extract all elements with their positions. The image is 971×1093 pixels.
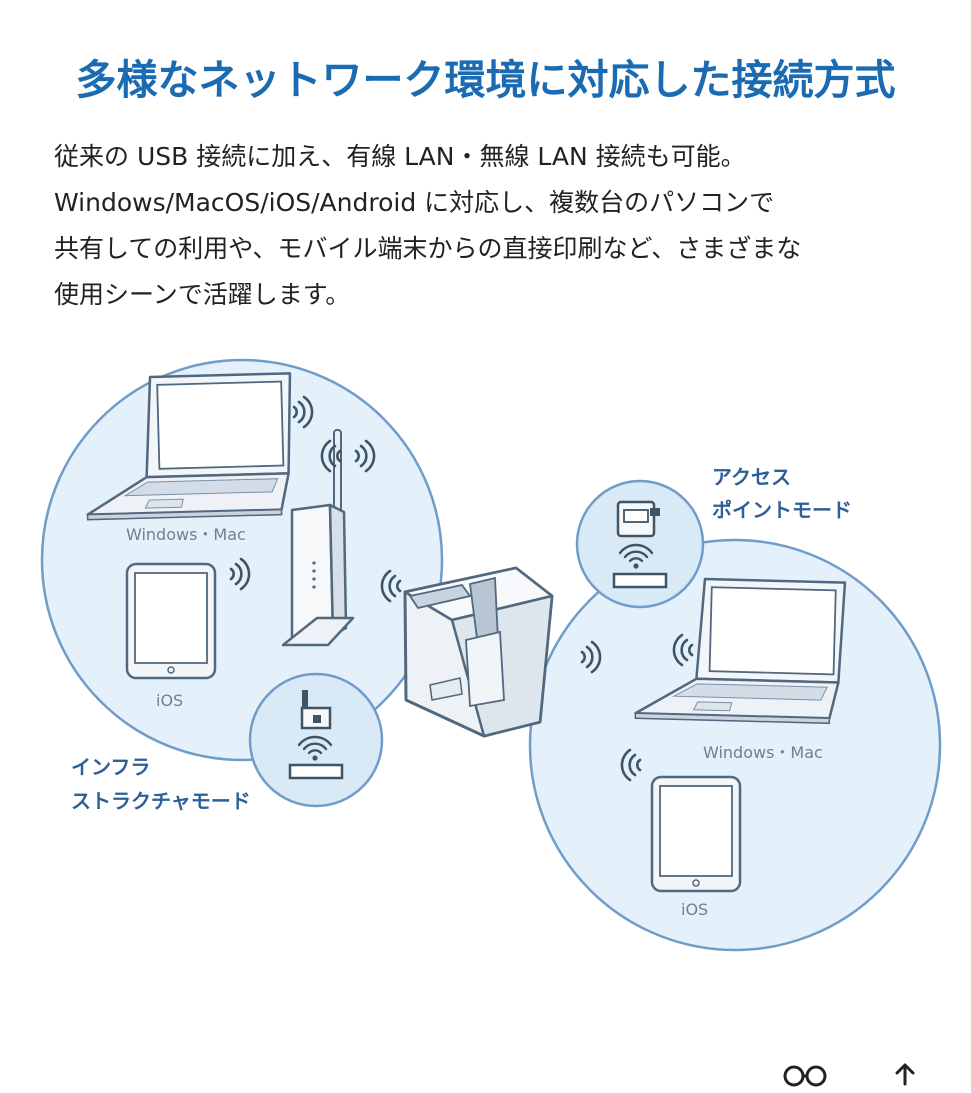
base-station-icon bbox=[288, 763, 344, 780]
tablet-icon bbox=[125, 562, 217, 680]
tablet-icon bbox=[650, 775, 742, 893]
router-icon bbox=[281, 429, 355, 647]
device-label-windows-mac: Windows・Mac bbox=[126, 525, 246, 544]
infrastructure-mode-bubble bbox=[248, 672, 384, 808]
device-label-windows-mac: Windows・Mac bbox=[703, 743, 823, 762]
label-printer-icon bbox=[403, 566, 554, 738]
description-line: 従来の USB 接続に加え、有線 LAN・無線 LAN 接続も可能。 bbox=[54, 142, 746, 171]
description-line: Windows/MacOS/iOS/Android に対応し、複数台のパソコンで bbox=[54, 188, 775, 217]
description-line: 共有しての利用や、モバイル端末からの直接印刷など、さまざまな bbox=[54, 234, 802, 263]
device-label-ios: iOS bbox=[156, 691, 183, 710]
glasses-icon[interactable] bbox=[782, 1058, 828, 1093]
access-point-mode-bubble bbox=[575, 479, 705, 609]
mode-label-access-point: アクセス ポイントモード bbox=[712, 465, 852, 522]
headline: 多様なネットワーク環境に対応した接続方式 bbox=[75, 56, 896, 104]
access-point-icon bbox=[300, 690, 332, 730]
description: 従来の USB 接続に加え、有線 LAN・無線 LAN 接続も可能。 Windo… bbox=[54, 134, 934, 318]
share-icon[interactable] bbox=[890, 1062, 920, 1091]
base-station-icon bbox=[612, 572, 668, 589]
description-line: 使用シーンで活躍します。 bbox=[54, 280, 351, 309]
printer-mini-icon bbox=[616, 500, 660, 538]
device-label-ios: iOS bbox=[681, 900, 708, 919]
mode-label-infrastructure: インフラ ストラクチャモード bbox=[71, 755, 251, 813]
